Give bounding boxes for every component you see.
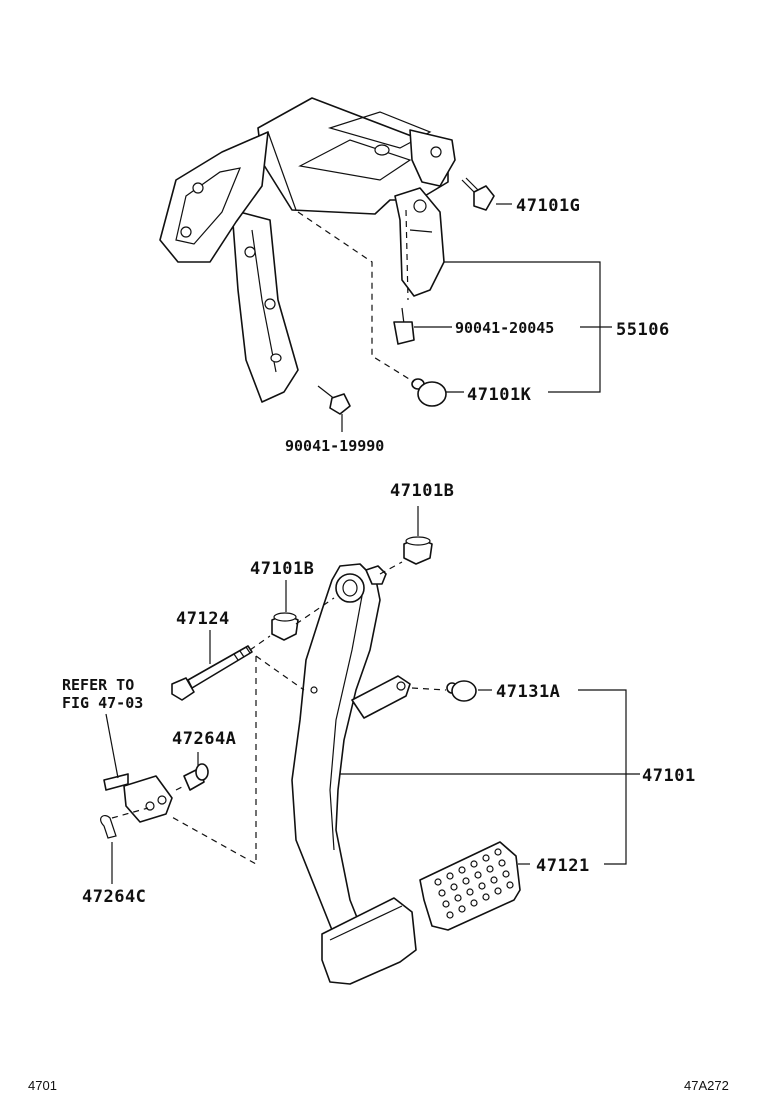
dash-line-stopper [297,211,415,383]
bushing-47101B-mid [271,612,299,641]
label-55106: 55106 [616,320,670,340]
footer-right-code: 47A272 [684,1078,729,1093]
pad-grip-dot [470,899,478,907]
dash-line-pivot [255,655,305,691]
pad-grip-dot [446,911,454,919]
footer-left-code: 4701 [28,1078,57,1093]
label-47131A: 47131A [496,682,560,702]
pad-grip-dot [450,883,458,891]
label-refer-fig: FIG 47-03 [62,694,143,712]
pad-grip-dot [466,888,474,896]
pad-grip-dot [446,872,454,880]
pad-grip-dot [506,881,514,889]
label-refer-to: REFER TO [62,676,134,694]
label-90041-19990: 90041-19990 [285,437,384,455]
stopper-47101K [411,378,447,407]
pad-grip-dot [486,865,494,873]
bolt-47101G [461,177,495,211]
pad-grip-dot [462,877,470,885]
pedal-pad-47121 [419,841,521,931]
stopper-47131A [446,680,477,702]
pin-47264A [183,763,209,791]
pedal-bracket [159,97,456,403]
dash-line-clevis [169,656,257,866]
pad-grip-dot [458,866,466,874]
clevis [103,773,173,823]
pad-grip-dot [482,854,490,862]
label-47101: 47101 [642,766,696,786]
label-47121: 47121 [536,856,590,876]
label-47264C: 47264C [82,887,146,907]
dash-line-pin [175,785,185,791]
label-47101B-mid: 47101B [250,559,314,579]
pad-grip-dot [434,878,442,886]
leader-refer [105,713,119,779]
pad-grip-dot [502,870,510,878]
label-47101K: 47101K [467,385,532,405]
pad-grip-dot [482,893,490,901]
pad-grip-dot [458,905,466,913]
label-47101G: 47101G [516,196,580,216]
dash-line-bolt-47124 [249,635,271,651]
clip-47264C [100,814,117,839]
pad-grip-dot [474,871,482,879]
pad-grip-dot [498,859,506,867]
leader-group-47101 [578,689,627,865]
dash-line-bushing-top [379,561,403,575]
pad-grip-dot [478,882,486,890]
label-47101B-top: 47101B [390,481,454,501]
bolt-47124 [171,645,253,701]
dash-line-bushing-mid [295,597,335,625]
bushing-47101B-top [403,536,433,565]
dash-line-stopper-47131A [411,687,447,691]
pad-grip-dot [442,900,450,908]
pad-grip-dot [494,848,502,856]
pad-grip-dot [438,889,446,897]
label-47264A: 47264A [172,729,236,749]
bolt-90041-19990 [317,385,351,415]
pad-grip-dot [470,860,478,868]
pedal-arm-47101 [291,563,417,985]
dash-line-bolt [405,209,409,301]
pad-grip-dot [454,894,462,902]
label-47124: 47124 [176,609,230,629]
pad-grip-dot [494,887,502,895]
bolt-90041-20045 [393,307,415,345]
pad-grip-dot [490,876,498,884]
label-90041-20045: 90041-20045 [455,319,554,337]
